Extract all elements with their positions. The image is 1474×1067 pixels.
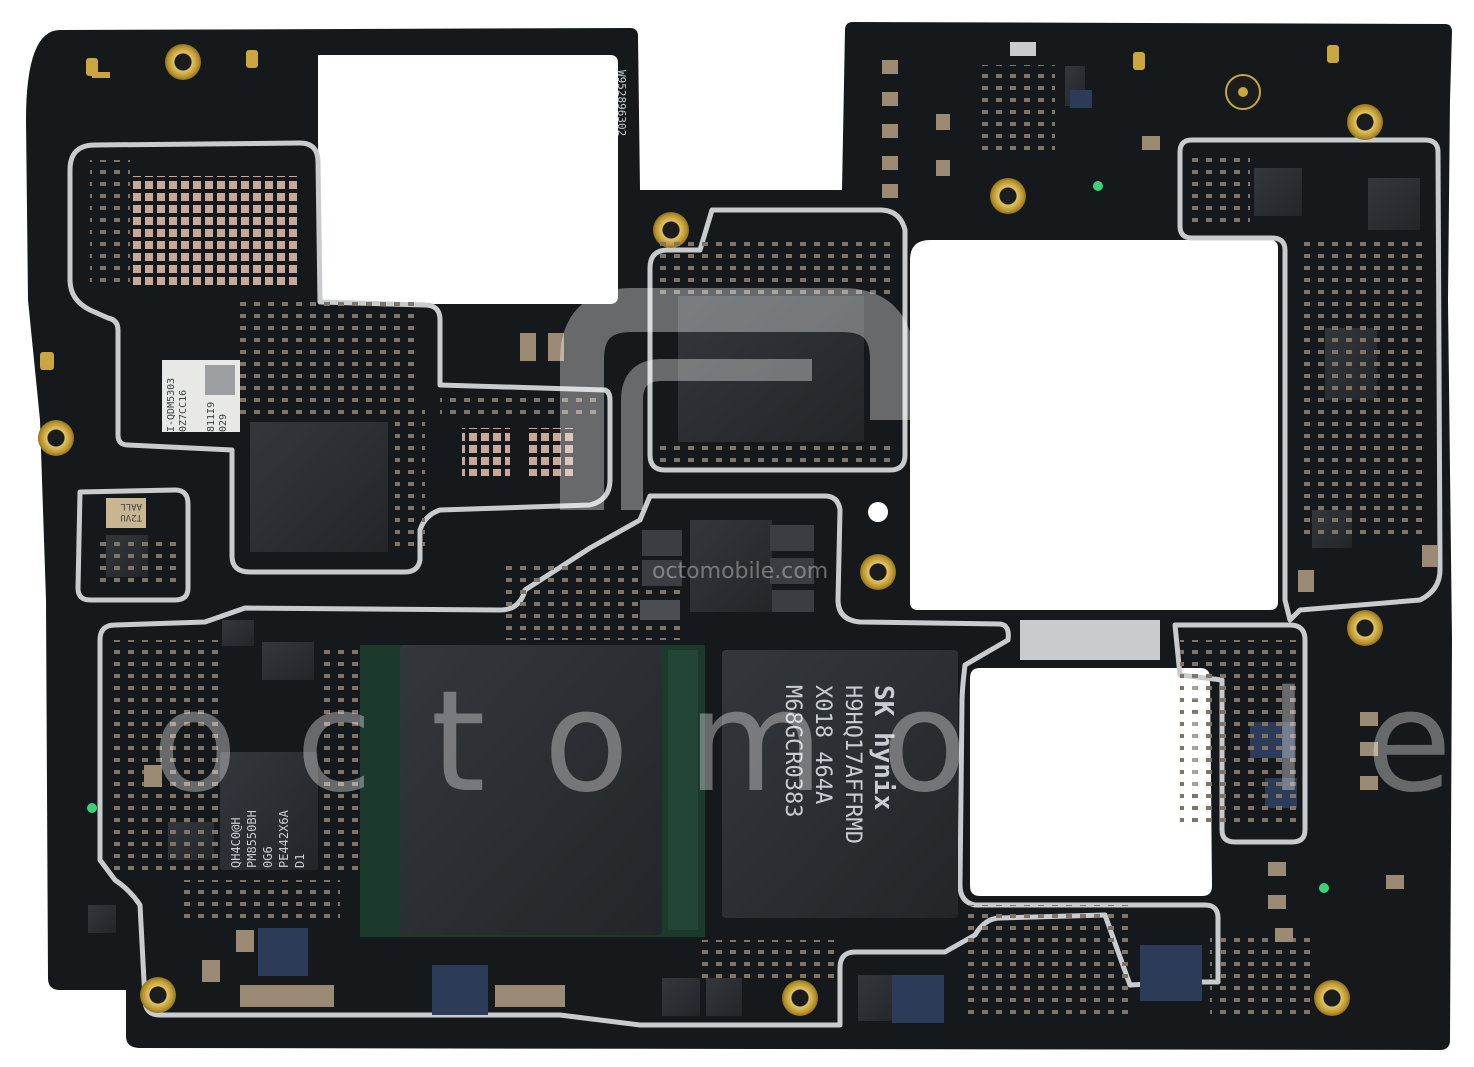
pmic-line5: D1 [293, 854, 307, 868]
solder-pad-grids [130, 176, 576, 476]
pmic-line2: PM8550BH [245, 810, 259, 868]
pmic-line3: 0G6 [261, 846, 275, 868]
rf-line3: 811I9 [206, 402, 217, 432]
memory-code: M68GCR0383 [780, 685, 805, 817]
watermark: octomobile octomobile.com [152, 288, 1474, 824]
mounting-holes [38, 44, 1383, 1016]
rf-line2: 0Z7CC16 [178, 390, 189, 432]
pmic-line1: QH4C0@H [229, 817, 243, 868]
passive-components [144, 42, 1438, 1007]
memory-lot: X018 464A [810, 685, 835, 804]
small-ic-line2: AALL [120, 501, 142, 511]
shield-frames [67, 137, 1443, 1028]
rf-module-label: I-QDM5303 0Z7CC16 811I9 029 [162, 360, 240, 432]
pmic-chip: QH4C0@H PM8550BH 0G6 PE442X6A D1 [220, 752, 318, 870]
smd-fields [90, 65, 1430, 1015]
memory-brand: SK hynix [868, 685, 898, 810]
watermark-text: octomobile [152, 661, 1474, 824]
rf-line4: 029 [218, 414, 229, 432]
antenna-contacts [40, 45, 1339, 370]
rf-line1: I-QDM5303 [166, 378, 177, 432]
fiducial-marks [87, 181, 1329, 893]
small-ic-line1: T2VU [120, 512, 142, 522]
soc-die-left [400, 645, 662, 935]
memory-part: H9HQ17AFFRMD [840, 685, 865, 844]
board-code: W952896302 [615, 70, 628, 136]
memory-chip: SK hynix H9HQ17AFFRMD X018 464A M68GCR03… [722, 650, 958, 918]
soc-die-right [668, 650, 698, 930]
watermark-url: octomobile.com [652, 559, 828, 584]
pmic-line4: PE442X6A [277, 809, 291, 868]
